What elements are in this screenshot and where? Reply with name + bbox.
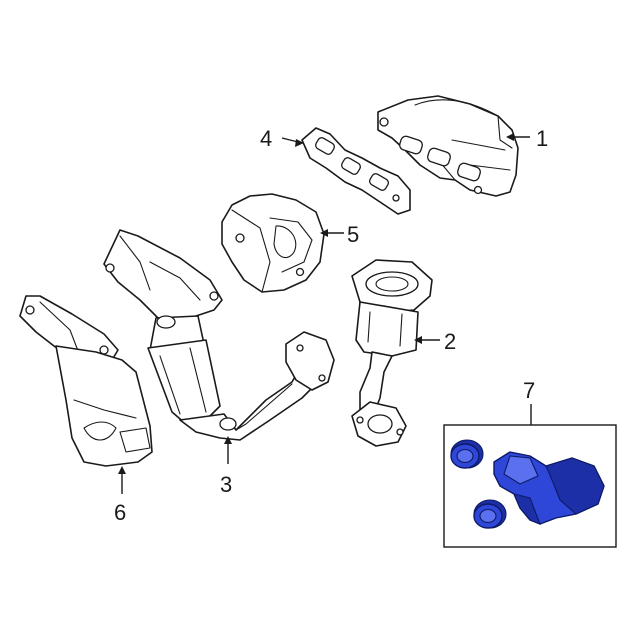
leader-3: [224, 436, 232, 464]
part-7-inset-kit[interactable]: [443, 424, 617, 548]
leader-5: [320, 229, 344, 237]
part-6-catalytic-converter[interactable]: [19, 295, 153, 467]
callout-7: 7: [523, 378, 535, 403]
leader-2: [414, 336, 440, 344]
part-2-catalytic-converter[interactable]: [351, 259, 433, 447]
part-4-manifold-gasket[interactable]: [301, 127, 411, 215]
part-7-ring-lower: [473, 499, 507, 529]
part-5-heat-shield[interactable]: [221, 193, 325, 293]
part-7-converter: [493, 451, 605, 525]
callout-5: 5: [347, 222, 359, 247]
part-7-ring-upper: [450, 439, 484, 469]
leader-6: [118, 466, 126, 494]
part-1-exhaust-manifold[interactable]: [377, 95, 519, 197]
callout-3: 3: [220, 472, 232, 497]
callout-1: 1: [536, 126, 548, 151]
callout-4: 4: [260, 126, 272, 151]
leader-1: [506, 133, 530, 141]
part-7-inset-frame: [443, 424, 617, 548]
leader-4: [281, 137, 304, 147]
part-3-converter-pipe-assembly[interactable]: [103, 229, 335, 441]
callout-6: 6: [114, 500, 126, 525]
callout-2: 2: [444, 329, 456, 354]
